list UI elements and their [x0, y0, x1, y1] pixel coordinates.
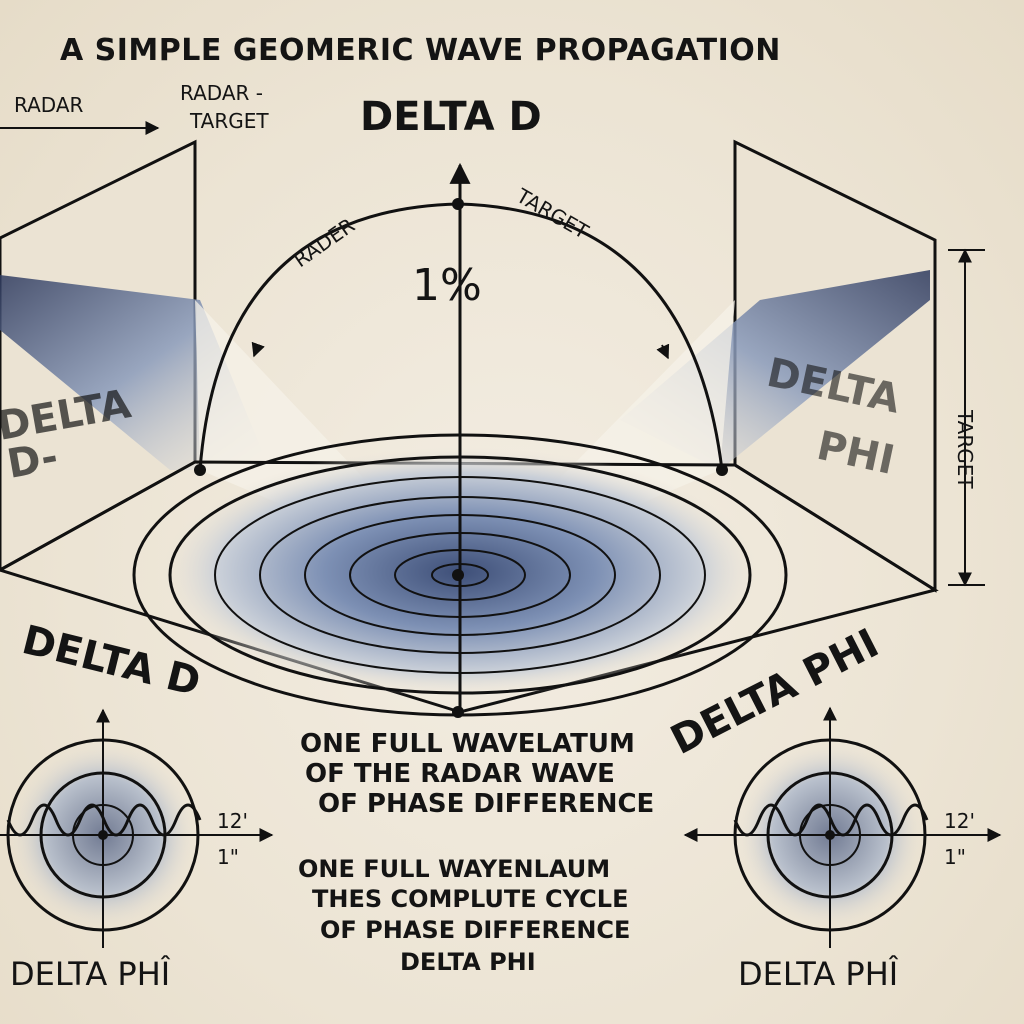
- caption-1-line-1: ONE FULL WAVELATUM: [300, 729, 635, 759]
- caption-2-line-4: DELTA PHI: [400, 948, 536, 976]
- phase-plot-right: [683, 706, 1002, 948]
- radar-target-label-2: TARGET: [189, 109, 269, 133]
- right-vertical-label: TARGET: [953, 409, 977, 489]
- tick-left-a: 12': [217, 809, 248, 833]
- caption-2-line-2: THES COMPLUTE CYCLE: [312, 885, 628, 913]
- tick-left-b: 1": [217, 845, 239, 869]
- tick-right-b: 1": [944, 845, 966, 869]
- center-point: [452, 569, 464, 581]
- right-point: [716, 464, 728, 476]
- caption-2-line-1: ONE FULL WAYENLAUM: [298, 855, 610, 883]
- tick-right-a: 12': [944, 809, 975, 833]
- phase-plot-left: [0, 708, 274, 948]
- radar-label-top-left: RADAR: [14, 93, 83, 117]
- arc-label-right: TARGET: [512, 183, 594, 244]
- diagram-title: A SIMPLE GEOMERIC WAVE PROPAGATION: [60, 33, 781, 68]
- caption-1-line-2: OF THE RADAR WAVE: [305, 759, 615, 789]
- center-mark-label: 1%: [412, 260, 482, 311]
- radar-target-label: RADAR -: [180, 81, 263, 105]
- phase-plot-left-center: [98, 830, 108, 840]
- bottom-left-label: DELTA PHÎ: [10, 955, 171, 993]
- delta-d-rotated-label: DELTA D: [18, 617, 205, 706]
- phase-plot-right-center: [825, 830, 835, 840]
- caption-2-line-3: OF PHASE DIFFERENCE: [320, 916, 630, 944]
- arc-arrow-left: [251, 341, 265, 358]
- left-panel-label-2: D-: [4, 434, 62, 488]
- delta-d-top-label: DELTA D: [360, 94, 542, 140]
- left-point: [194, 464, 206, 476]
- arc-label-left: RADER: [289, 213, 359, 272]
- caption-1-line-3: OF PHASE DIFFERENCE: [318, 789, 654, 819]
- bottom-point: [452, 706, 464, 718]
- bottom-right-label: DELTA PHÎ: [738, 955, 899, 993]
- apex-point: [452, 198, 464, 210]
- arc-arrow-right: [656, 343, 670, 360]
